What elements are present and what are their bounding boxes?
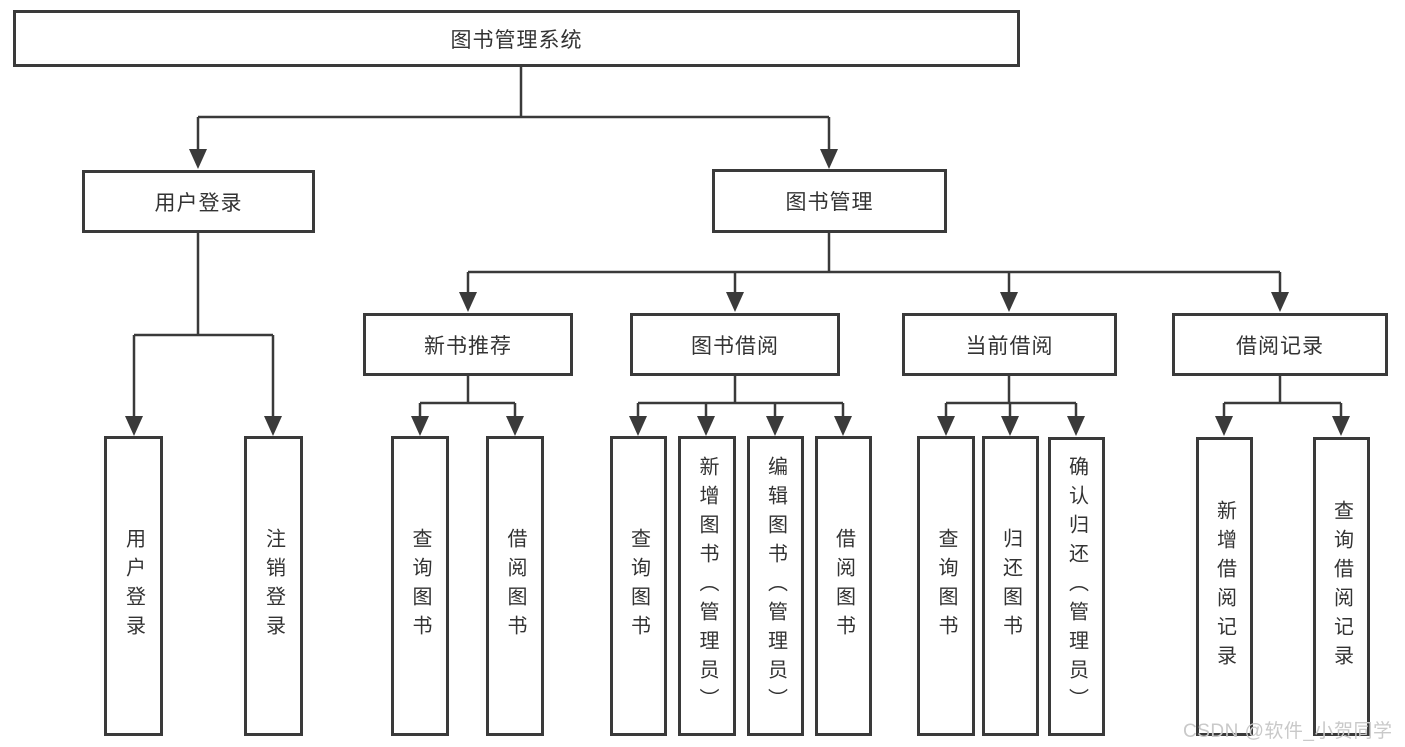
node-label: 查询图书 xyxy=(627,528,650,644)
leaf-logout: 注销登录 xyxy=(244,436,303,736)
down-arrow-icon xyxy=(820,149,838,169)
node-book-borrow: 图书借阅 xyxy=(630,313,840,376)
leaf-query-books-recommend: 查询图书 xyxy=(391,436,449,736)
node-label: 图书借阅 xyxy=(691,334,779,358)
node-library-system: 图书管理系统 xyxy=(13,10,1020,67)
node-book-management: 图书管理 xyxy=(712,169,947,233)
down-arrow-icon xyxy=(629,416,647,436)
node-label: 确认归还（管理员） xyxy=(1065,456,1088,717)
leaf-user-login: 用户登录 xyxy=(104,436,163,736)
tree-edges xyxy=(132,67,1343,418)
leaf-edit-book-admin: 编辑图书（管理员） xyxy=(747,436,804,736)
node-label: 查询图书 xyxy=(935,528,957,644)
node-new-book-recommend: 新书推荐 xyxy=(363,313,573,376)
down-arrow-icon xyxy=(459,292,477,312)
leaf-return-book: 归还图书 xyxy=(982,436,1039,736)
down-arrow-icon xyxy=(189,149,207,169)
down-arrow-icon xyxy=(1332,416,1350,436)
down-arrow-icon xyxy=(1271,292,1289,312)
node-label: 借阅图书 xyxy=(832,528,855,644)
down-arrow-icon xyxy=(1067,416,1085,436)
node-label: 图书管理系统 xyxy=(450,28,583,52)
down-arrow-icon xyxy=(766,416,784,436)
leaf-query-books-current: 查询图书 xyxy=(917,436,975,736)
node-label: 新增借阅记录 xyxy=(1213,499,1236,674)
node-label: 图书管理 xyxy=(785,191,874,214)
leaf-query-borrow-record: 查询借阅记录 xyxy=(1313,437,1370,736)
down-arrow-icon xyxy=(1000,292,1018,312)
node-label: 借阅图书 xyxy=(504,528,526,644)
down-arrow-icon xyxy=(125,416,143,436)
leaf-borrow-books: 借阅图书 xyxy=(815,436,872,736)
node-label: 用户登录 xyxy=(122,528,145,644)
leaf-confirm-return-admin: 确认归还（管理员） xyxy=(1048,437,1105,736)
down-arrow-icon xyxy=(937,416,955,436)
leaf-add-borrow-record: 新增借阅记录 xyxy=(1196,437,1253,736)
down-arrow-icon xyxy=(411,416,429,436)
node-user-login: 用户登录 xyxy=(82,170,315,233)
down-arrow-icon xyxy=(506,416,524,436)
down-arrow-icon xyxy=(726,292,744,312)
node-label: 归还图书 xyxy=(999,528,1022,644)
down-arrow-icon xyxy=(264,416,282,436)
down-arrow-icon xyxy=(834,416,852,436)
node-label: 用户登录 xyxy=(154,191,243,215)
node-label: 查询图书 xyxy=(409,528,431,644)
node-borrow-records: 借阅记录 xyxy=(1172,313,1388,376)
node-label: 编辑图书（管理员） xyxy=(764,455,787,717)
down-arrow-icon xyxy=(1001,416,1019,436)
node-label: 当前借阅 xyxy=(965,334,1054,358)
arrowheads xyxy=(125,149,1350,436)
csdn-watermark: CSDN @软件_小贺同学 xyxy=(1183,721,1393,742)
down-arrow-icon xyxy=(697,416,715,436)
leaf-query-books-borrow: 查询图书 xyxy=(610,436,667,736)
leaf-borrow-books-recommend: 借阅图书 xyxy=(486,436,544,736)
leaf-add-book-admin: 新增图书（管理员） xyxy=(678,436,736,736)
node-label: 注销登录 xyxy=(262,528,285,644)
node-label: 新增图书（管理员） xyxy=(696,455,718,717)
node-current-borrow: 当前借阅 xyxy=(902,313,1117,376)
node-label: 新书推荐 xyxy=(424,334,512,358)
down-arrow-icon xyxy=(1215,416,1233,436)
node-label: 查询借阅记录 xyxy=(1330,499,1353,674)
node-label: 借阅记录 xyxy=(1236,334,1324,358)
